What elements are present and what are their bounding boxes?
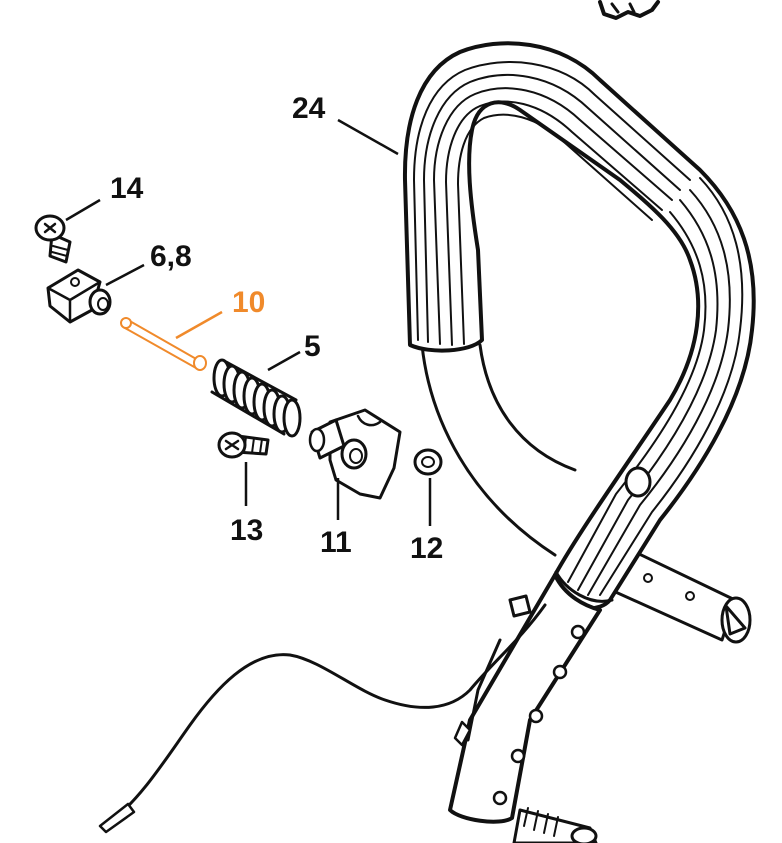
callout-11: 11 bbox=[320, 526, 352, 559]
spring-5 bbox=[210, 358, 302, 438]
leader-14 bbox=[65, 198, 101, 222]
callout-10: 10 bbox=[232, 286, 265, 319]
screw-14 bbox=[34, 214, 72, 264]
leader-10 bbox=[175, 310, 223, 340]
leader-5 bbox=[267, 350, 301, 372]
screw-13 bbox=[217, 431, 270, 459]
bracket-11 bbox=[308, 408, 402, 500]
clamp-6-8 bbox=[46, 268, 112, 324]
partial-top-part bbox=[598, 0, 660, 20]
leader-6-8 bbox=[105, 263, 145, 287]
leader-24 bbox=[337, 118, 399, 156]
callout-13: 13 bbox=[230, 514, 263, 547]
handlebar bbox=[402, 41, 756, 824]
bottom-screw bbox=[512, 807, 598, 843]
throttle-cable bbox=[98, 603, 547, 834]
callout-24: 24 bbox=[292, 92, 326, 125]
callout-5: 5 bbox=[304, 330, 321, 363]
washer-12 bbox=[413, 448, 443, 476]
callout-6-8: 6,8 bbox=[150, 240, 192, 273]
rod-10 bbox=[120, 317, 207, 371]
callout-12: 12 bbox=[410, 532, 443, 565]
callout-14: 14 bbox=[110, 172, 144, 205]
